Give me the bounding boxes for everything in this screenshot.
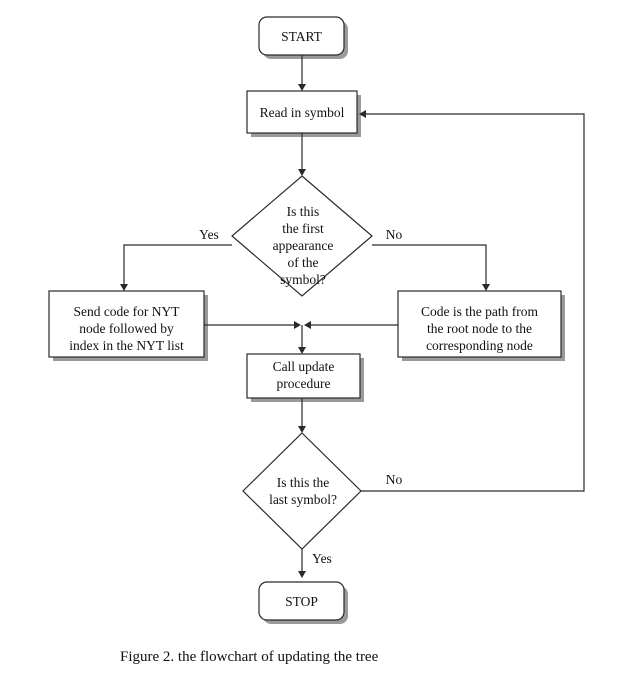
read-symbol-node: Read in symbol: [246, 90, 361, 137]
first-yes-label: Yes: [199, 227, 219, 242]
nyt-line-1: Send code for NYT: [73, 304, 180, 319]
update-line-2: procedure: [277, 376, 331, 391]
last-yes-label: Yes: [312, 551, 332, 566]
first-line-1: Is this: [287, 204, 320, 219]
read-symbol-label: Read in symbol: [260, 105, 345, 120]
arrowhead: [482, 284, 490, 291]
nyt-line-3: index in the NYT list: [69, 338, 184, 353]
figure-caption: Figure 2. the flowchart of updating the …: [120, 649, 379, 665]
start-label: START: [281, 29, 323, 44]
arrowhead: [298, 571, 306, 578]
nyt-line-2: node followed by: [79, 321, 174, 336]
arrowhead: [294, 321, 301, 329]
first-appearance-decision: Is this the first appearance of the symb…: [231, 175, 373, 297]
call-update-node: Call update procedure: [246, 353, 364, 402]
first-line-3: appearance: [273, 238, 334, 253]
last-line-1: Is this the: [277, 475, 330, 490]
path-code-node: Code is the path from the root node to t…: [397, 290, 565, 361]
arrowhead: [298, 426, 306, 433]
arrowhead: [298, 169, 306, 176]
stop-label: STOP: [285, 594, 318, 609]
edge-first-yes: [123, 244, 232, 286]
last-line-2: last symbol?: [269, 492, 337, 507]
path-line-2: the root node to the: [427, 321, 532, 336]
arrowhead: [298, 84, 306, 91]
first-line-4: of the: [287, 255, 318, 270]
last-symbol-decision: Is this the last symbol?: [242, 432, 362, 550]
path-line-3: corresponding node: [426, 338, 533, 353]
path-line-1: Code is the path from: [421, 304, 538, 319]
stop-node: STOP: [258, 581, 348, 624]
edge-last-no-loop: [361, 113, 585, 492]
first-line-2: the first: [282, 221, 324, 236]
arrowhead: [120, 284, 128, 291]
update-line-1: Call update: [273, 359, 335, 374]
arrowhead: [298, 347, 306, 354]
first-no-label: No: [386, 227, 403, 242]
start-node: START: [258, 16, 348, 59]
send-nyt-code-node: Send code for NYT node followed by index…: [48, 290, 208, 361]
edge-first-no: [372, 244, 487, 286]
first-line-5: symbol?: [280, 272, 326, 287]
arrowhead: [359, 110, 366, 118]
last-no-label: No: [386, 472, 403, 487]
arrowhead: [304, 321, 311, 329]
